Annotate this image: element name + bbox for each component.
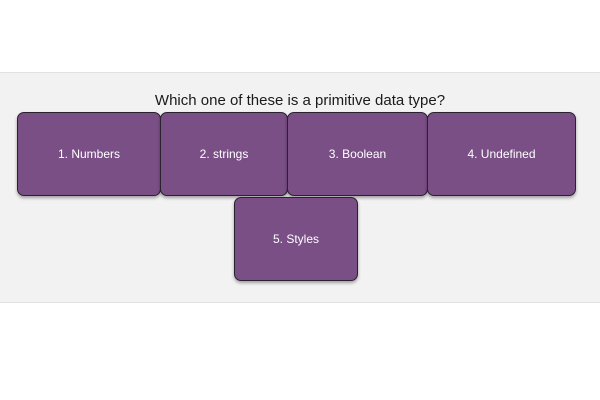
answer-label: 3. Boolean — [328, 147, 387, 161]
answer-button-strings[interactable]: 2. strings — [160, 112, 288, 196]
answer-label: 4. Undefined — [467, 147, 536, 161]
answer-button-styles[interactable]: 5. Styles — [234, 197, 358, 281]
answer-label: 5. Styles — [272, 232, 320, 246]
answer-button-boolean[interactable]: 3. Boolean — [287, 112, 428, 196]
answer-button-numbers[interactable]: 1. Numbers — [17, 112, 161, 196]
answer-label: 1. Numbers — [57, 147, 121, 161]
question-text: Which one of these is a primitive data t… — [154, 92, 446, 109]
answer-button-undefined[interactable]: 4. Undefined — [427, 112, 576, 196]
answer-label: 2. strings — [199, 147, 249, 161]
